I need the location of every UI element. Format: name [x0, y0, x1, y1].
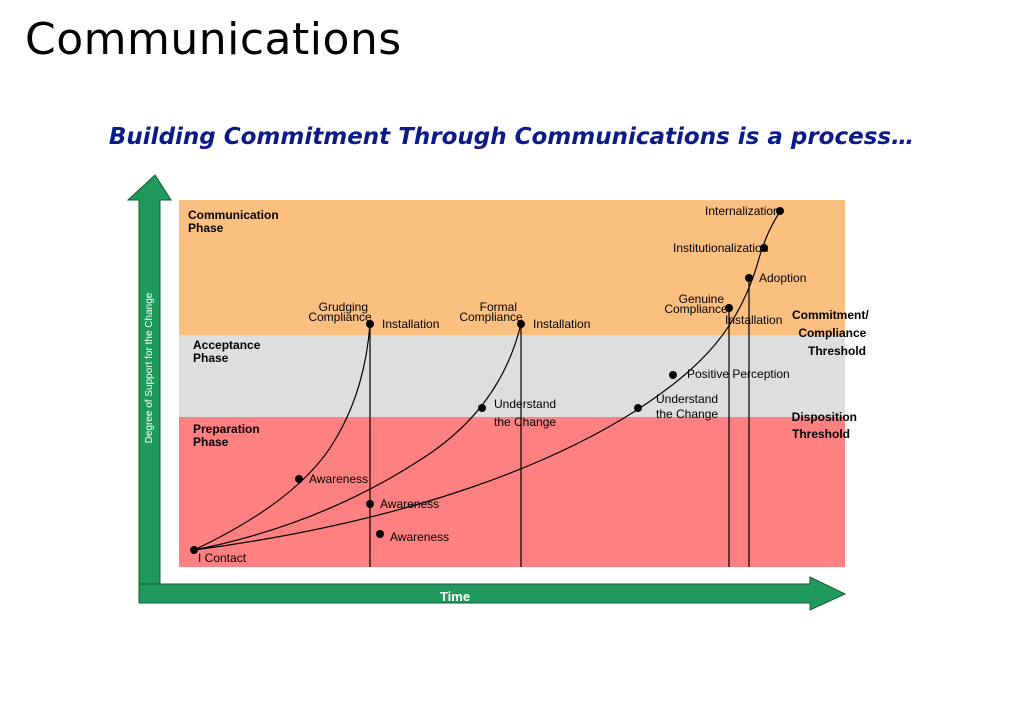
institutionalization-label: Institutionalization [673, 241, 768, 255]
x-axis-arrow [138, 576, 847, 611]
genuine-compliance-label: Genuine Compliance [664, 292, 728, 316]
awareness-point-2 [366, 500, 374, 508]
communication-phase-band [179, 200, 845, 335]
contact-point [190, 546, 198, 554]
formal-compliance-label: Formal Compliance [459, 300, 523, 324]
understand-label-1: Understand the Change [494, 397, 559, 429]
internalization-label: Internalization [705, 204, 780, 218]
installation-label-1: Installation [382, 317, 439, 331]
internalization-point [776, 207, 784, 215]
adoption-point [745, 274, 753, 282]
understand-point-1 [478, 404, 486, 412]
understand-label-2: Understand the Change [656, 392, 721, 421]
awareness-point-3 [376, 530, 384, 538]
preparation-phase-label: Preparation Phase [193, 422, 263, 449]
genuine-compliance-point [725, 304, 733, 312]
formal-compliance-curve [193, 323, 522, 551]
understand-point-2 [634, 404, 642, 412]
installation-label-3: Installation [725, 313, 782, 327]
y-axis-arrow [126, 174, 172, 603]
grudging-compliance-curve [193, 323, 371, 551]
awareness-label-2: Awareness [380, 497, 439, 511]
grudging-compliance-point [366, 320, 374, 328]
y-axis-label: Degree of Support for the Change [144, 292, 155, 443]
grudging-compliance-label: Grudging Compliance [308, 300, 372, 324]
installation-label-2: Installation [533, 317, 590, 331]
contact-label: I Contact [198, 551, 247, 565]
positive-perception-point [669, 371, 677, 379]
commitment-threshold-label: Commitment/ Compliance Threshold [792, 308, 872, 358]
adoption-label: Adoption [759, 271, 806, 285]
acceptance-phase-label: Acceptance Phase [193, 338, 264, 365]
disposition-threshold-label: Disposition Threshold [792, 410, 861, 441]
awareness-label-1: Awareness [309, 472, 368, 486]
x-axis-label: Time [440, 589, 470, 604]
communication-phase-label: Communication Phase [188, 208, 282, 235]
slide-subtitle: Building Commitment Through Communicatio… [108, 124, 915, 150]
institutionalization-point [760, 244, 768, 252]
awareness-point-1 [295, 475, 303, 483]
acceptance-phase-band [179, 335, 845, 417]
formal-compliance-point [517, 320, 525, 328]
positive-perception-label: Positive Perception [687, 367, 790, 381]
slide-title: Communications [25, 14, 402, 65]
preparation-phase-band [179, 417, 845, 567]
awareness-label-3: Awareness [390, 530, 449, 544]
